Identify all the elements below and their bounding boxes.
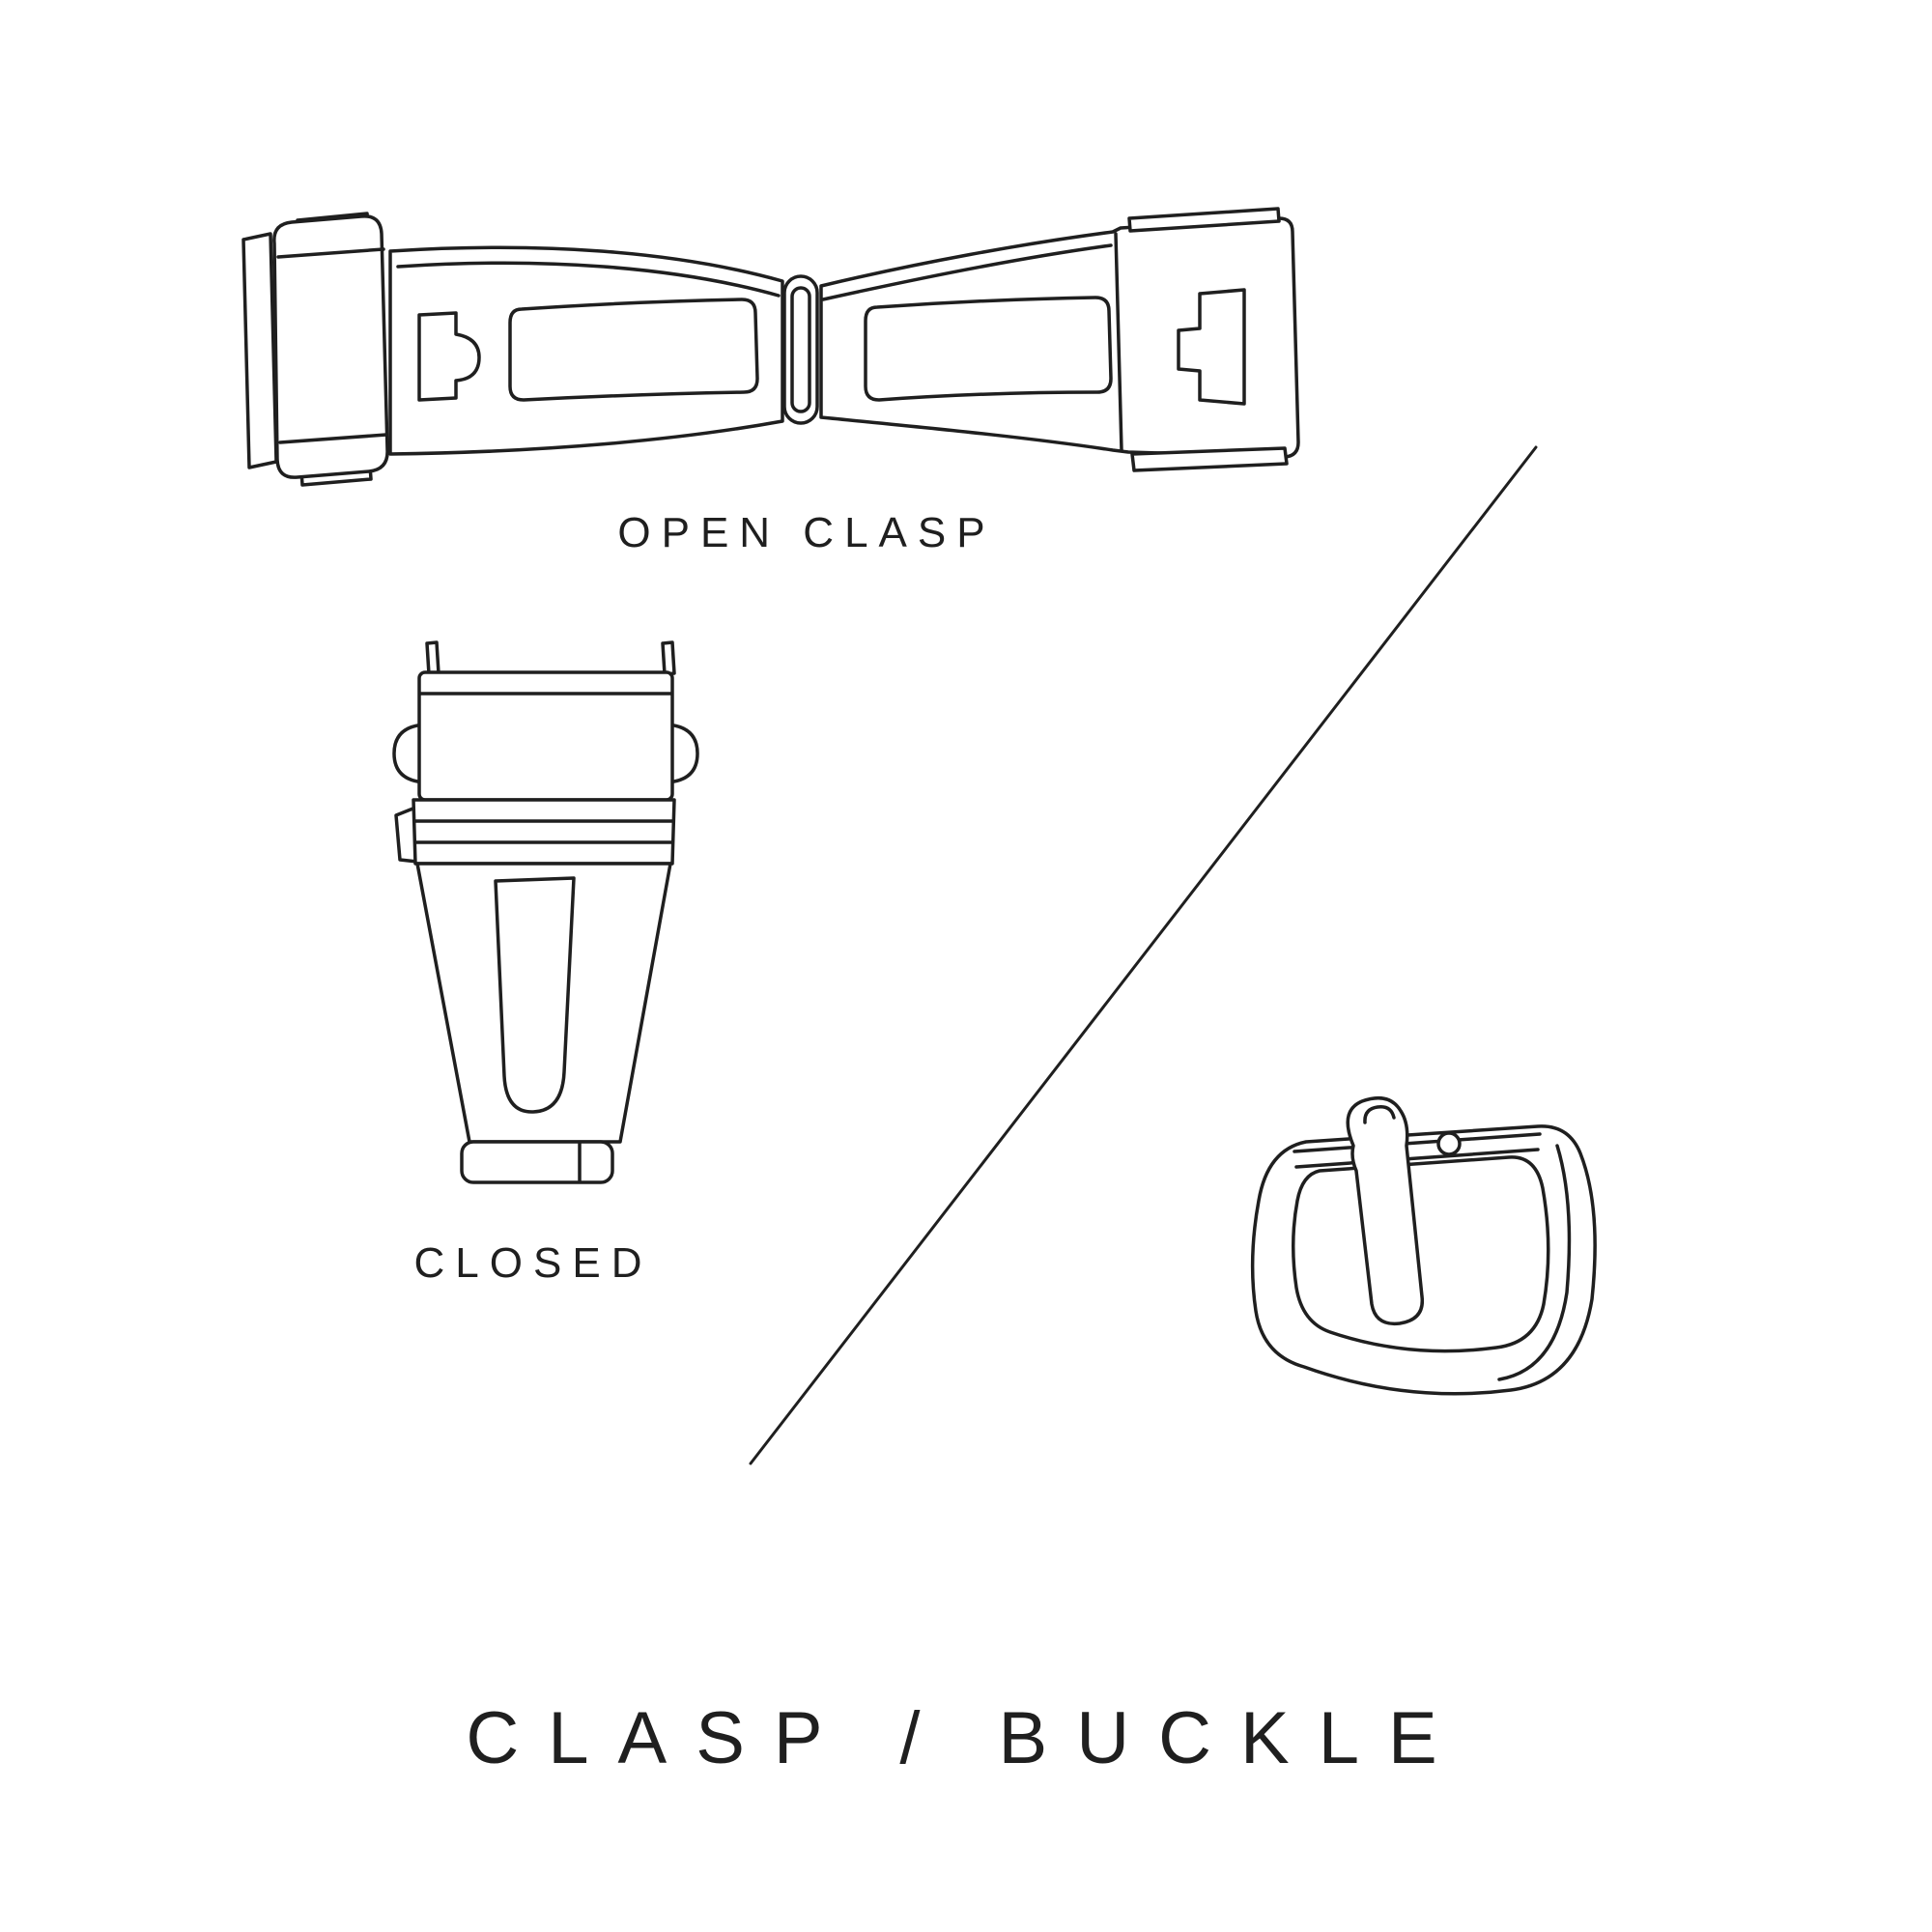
right-prong xyxy=(661,640,676,676)
left-prong xyxy=(425,640,440,676)
page-title: CLASP / BUCKLE xyxy=(466,1697,1466,1779)
right-end-divider xyxy=(1114,232,1123,452)
buckle-opening xyxy=(1292,1155,1550,1353)
left-ear xyxy=(392,723,427,784)
buckle-pivot-ring xyxy=(1436,1131,1462,1156)
right-end-top-tab xyxy=(1127,207,1281,233)
diagonal-divider xyxy=(749,445,1538,1465)
clasp-foot xyxy=(460,1140,614,1184)
left-link-bar xyxy=(242,232,278,469)
buckle-bar-top xyxy=(1293,1132,1542,1153)
left-arm-cutout xyxy=(508,298,759,402)
left-arm-catch-hook xyxy=(417,311,481,402)
closed-clasp-label: CLOSED xyxy=(413,1239,653,1287)
left-link-detail-bottom xyxy=(278,433,388,444)
right-arm-bevel xyxy=(821,243,1113,301)
right-ear xyxy=(665,723,699,784)
right-end-bracket xyxy=(1177,288,1246,406)
closed-clasp-illustration xyxy=(392,640,699,1184)
right-arm-cutout xyxy=(864,296,1113,402)
pin-buckle-illustration xyxy=(1250,1095,1597,1396)
buckle-bar-bottom xyxy=(1294,1148,1540,1169)
left-link-body xyxy=(272,214,389,479)
left-arm-bevel xyxy=(396,261,781,298)
buckle-band-line xyxy=(1497,1144,1572,1381)
clasp-band xyxy=(412,798,676,866)
buckle-tongue xyxy=(1346,1095,1425,1326)
clasp-body-slot xyxy=(494,876,576,1114)
clasp-top-box xyxy=(417,670,674,802)
right-end-bottom-tab xyxy=(1130,446,1289,472)
hinge-inner xyxy=(790,286,811,413)
left-link-detail-top xyxy=(276,247,385,259)
buckle-tongue-loop-line xyxy=(1363,1104,1396,1124)
open-clasp-label: OPEN CLASP xyxy=(617,509,996,556)
open-clasp-illustration xyxy=(242,207,1300,487)
